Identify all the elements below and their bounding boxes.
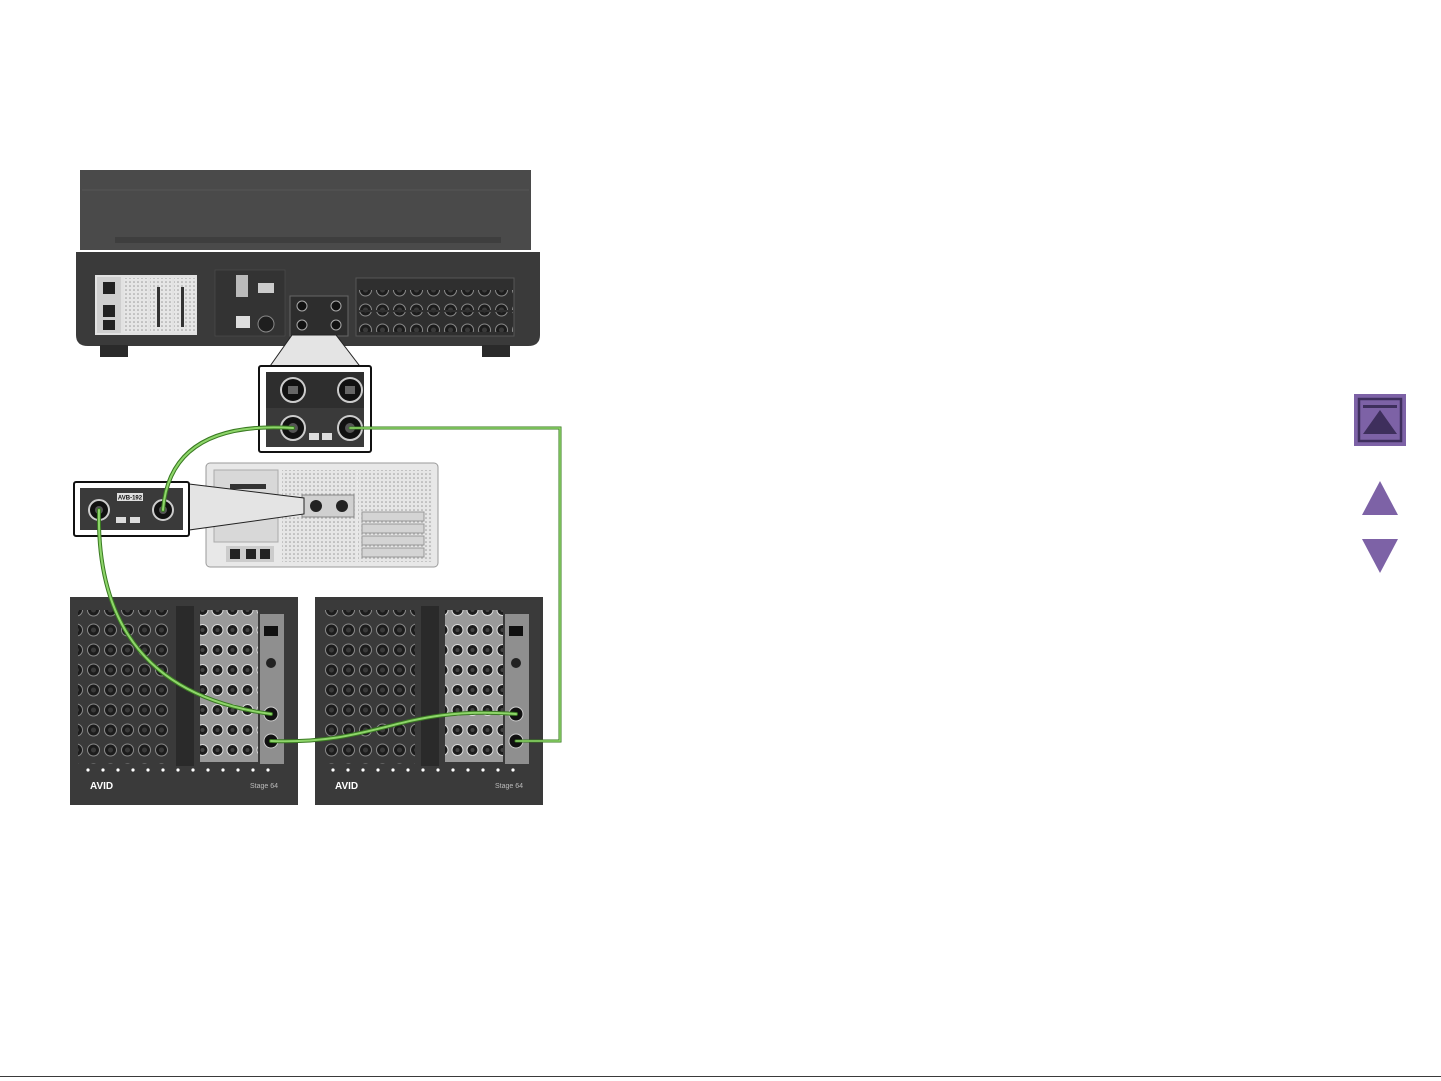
next-page-icon	[1360, 537, 1400, 575]
io-card-label: AVB-192	[118, 496, 143, 502]
stage-box-right-label: Stage 64	[495, 783, 523, 790]
next-page-button[interactable]	[1360, 537, 1400, 575]
brand-logo-right: AVID	[335, 781, 358, 792]
stage-box-left: AVID Stage 64	[70, 597, 298, 805]
previous-page-icon	[1360, 479, 1400, 517]
brand-logo-left: AVID	[90, 781, 113, 792]
footer-rule	[0, 1076, 1441, 1077]
console-rear-panel	[76, 170, 540, 357]
avb-card-callout: AVB-192	[74, 482, 189, 536]
go-to-top-button[interactable]	[1354, 394, 1406, 446]
previous-page-button[interactable]	[1360, 479, 1400, 517]
console-network-port-callout	[259, 366, 371, 452]
stage-box-left-label: Stage 64	[250, 783, 278, 790]
stage-box-right: AVID Stage 64	[315, 597, 543, 805]
go-to-top-icon	[1354, 394, 1406, 446]
